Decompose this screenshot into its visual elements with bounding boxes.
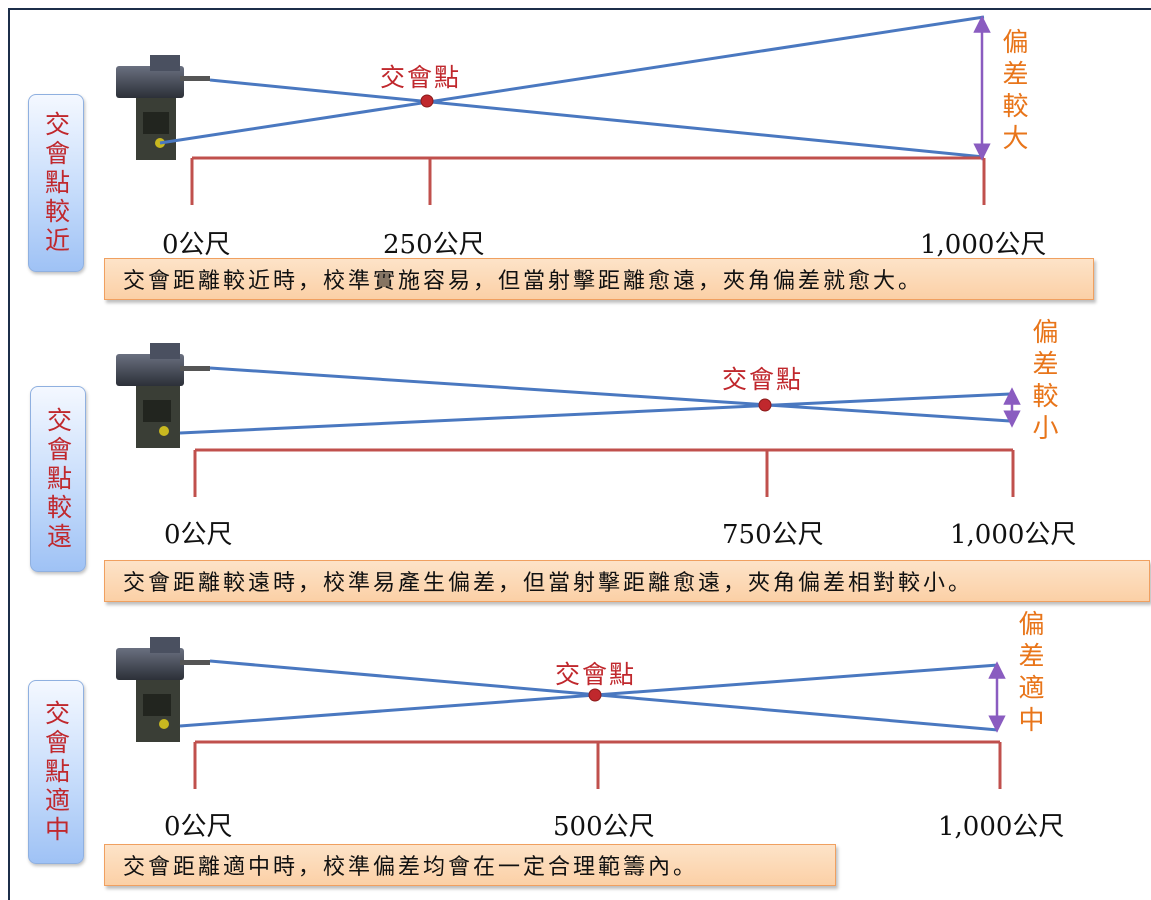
panel-1-weapon-icon (116, 55, 210, 160)
panel-3-tick-end: 1,000公尺 (938, 812, 1065, 842)
panel-3-meet-point (588, 688, 602, 702)
panel-2-meet-point (758, 398, 772, 412)
panel-1-caption: 交會距離較近時，校準實施容易，但當射擊距離愈遠，夾角偏差就愈大。 (104, 258, 1094, 300)
panel-1-upper-sight-line (209, 78, 985, 159)
panel-3-deviation-label: 偏差適中 (1014, 610, 1044, 738)
panel-2-deviation-label: 偏差較小 (1028, 318, 1058, 446)
panel-2-tick-meet: 750公尺 (722, 520, 824, 550)
panel-3-caption: 交會距離適中時，校準偏差均會在一定合理範籌內。 (104, 844, 836, 886)
panel-2-caption: 交會距離較遠時，校準易產生偏差，但當射擊距離愈遠，夾角偏差相對較小。 (104, 560, 1150, 602)
panel-3-ruler (193, 740, 1002, 789)
panel-2-tick-start: 0公尺 (164, 520, 233, 550)
panel-2-ruler (193, 448, 1015, 497)
panel-1-lower-sight-line (159, 15, 985, 145)
panel-1-tick-end: 1,000公尺 (920, 230, 1047, 260)
panel-3-meet-label: 交會點 (555, 660, 637, 689)
panel-1-deviation-label: 偏差較大 (998, 28, 1028, 156)
panel-2-weapon-icon (116, 343, 210, 448)
panel-1-meet-point (420, 94, 434, 108)
panel-1-side-label: 交會點較近 (28, 94, 84, 272)
panel-3-tick-meet: 500公尺 (553, 812, 655, 842)
panel-3-weapon-icon (116, 637, 210, 742)
panel-1-meet-label: 交會點 (380, 63, 462, 92)
panel-3-side-label: 交會點適中 (28, 680, 84, 864)
panel-1-tick-meet: 250公尺 (383, 230, 485, 260)
panel-1-tick-start: 0公尺 (162, 230, 231, 260)
slide-frame (8, 8, 1151, 900)
panel-1-ruler (190, 156, 986, 205)
panel-2-upper-sight-line (209, 366, 1011, 423)
panel-2-meet-label: 交會點 (722, 365, 804, 394)
panel-3-tick-start: 0公尺 (164, 812, 233, 842)
panel-2-tick-end: 1,000公尺 (950, 520, 1077, 550)
panel-2-side-label: 交會點較遠 (30, 386, 86, 572)
panel-2-lower-sight-line (179, 392, 1011, 435)
